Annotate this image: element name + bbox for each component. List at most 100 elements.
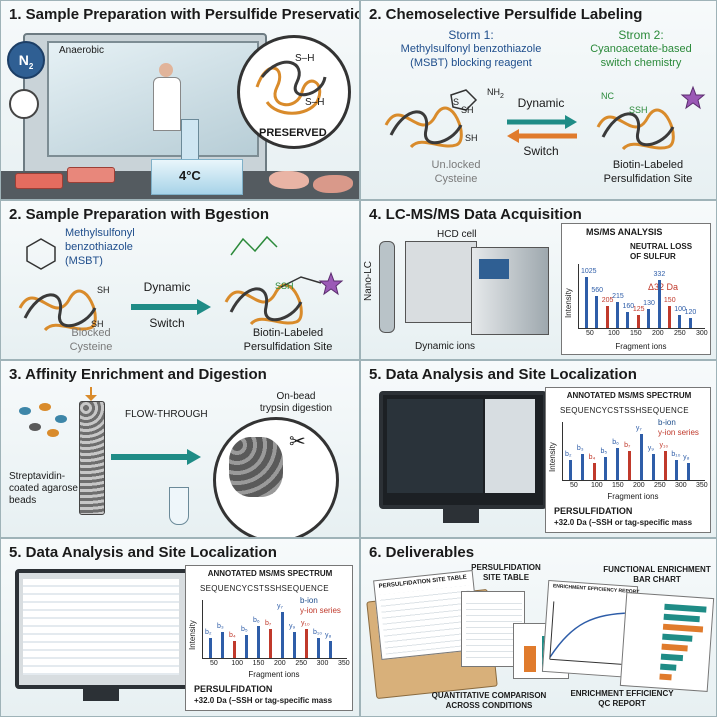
- petri-dish-icon: [15, 173, 63, 189]
- strep-line2: coated agarose: [9, 483, 78, 494]
- spectrum-peak: [636, 315, 640, 328]
- quant-label-2: ACROSS CONDITIONS: [445, 701, 533, 710]
- panel-title: 3. Affinity Enrichment and Digestion: [9, 366, 267, 383]
- spectrum-peak: [595, 296, 599, 328]
- axis-tick-label: 300: [675, 482, 687, 489]
- monitor-stand: [83, 685, 119, 701]
- switch-label: Switch: [523, 144, 559, 158]
- functional-label-1: FUNCTIONAL ENRICHMENT: [603, 565, 711, 574]
- ssh-label: SSH: [629, 105, 648, 115]
- panel-title: 6. Deliverables: [369, 544, 475, 561]
- msms-analysis-card: MS/MS ANALYSIS NEUTRAL LOSS OF SULFUR Δ3…: [561, 223, 711, 355]
- forward-arrow-icon: [507, 115, 577, 129]
- peak-label: b₃: [217, 622, 224, 630]
- spectrum-peak: [647, 308, 651, 328]
- reverse-arrow-icon: [507, 129, 577, 143]
- persulfide-zoom-circle: [237, 35, 351, 149]
- peak-label: b₆: [612, 439, 619, 447]
- sh-label-b: SH: [91, 319, 104, 329]
- nitrogen-badge: N2: [7, 41, 45, 79]
- fragment-axis-label: Fragment ions: [607, 492, 659, 501]
- axis-tick-label: 150: [252, 660, 265, 667]
- instrument-screen: [479, 259, 509, 279]
- axis-tick-label: 350: [338, 660, 350, 667]
- biotin-line1: Biotin-Labeled: [612, 159, 684, 171]
- axis-tick-label: 200: [274, 660, 286, 667]
- peak-label: 160: [622, 302, 635, 310]
- collection-tube-icon: [169, 487, 189, 525]
- spectrum-peak: [616, 448, 620, 480]
- spectrum-peak: [209, 637, 212, 658]
- axis-tick-label: 300: [316, 660, 329, 667]
- protein-mixture-icon: [15, 401, 75, 441]
- peak-label: y₇: [277, 602, 283, 610]
- sequence-label: SEQUENCYCSTSSHSEQUENCE: [200, 584, 329, 593]
- scissors-icon: ✂: [289, 431, 306, 453]
- biotin-line1: Biotin-Labeled: [252, 327, 324, 339]
- blocked-protein-icon: [18, 289, 97, 332]
- peak-label: 1025: [581, 267, 597, 275]
- spectrum-title: ANNOTATED MS/MS SPECTRUM: [566, 391, 692, 400]
- axis-tick-label: 50: [210, 660, 218, 667]
- nh2-label: NH2: [487, 87, 504, 100]
- peak-label: b₄: [229, 631, 236, 639]
- nano-lc-column: [379, 241, 395, 333]
- ssh-label: SSH: [275, 281, 294, 291]
- axis-tick-label: 50: [570, 482, 578, 489]
- spectrum-peak: [592, 462, 596, 480]
- temperature-label: 4°C: [179, 168, 201, 183]
- sh-label-b: SH: [465, 133, 478, 143]
- panel-title: 2. Sample Preparation with Bgestion: [9, 206, 270, 223]
- spectrum-peak: [569, 459, 572, 480]
- msbt-line3: (MSBT): [65, 255, 103, 267]
- peak-label: y₈: [325, 631, 332, 639]
- biotin-line2: Persulfidation Site: [603, 173, 693, 185]
- spectrum-peak: [221, 631, 224, 658]
- storm1-title: Storm 1:: [448, 28, 494, 42]
- spectrum-peak: [616, 302, 620, 328]
- axis-tick-label: 200: [633, 482, 645, 489]
- functional-label-2: BAR CHART: [633, 575, 681, 584]
- onbead-line2: trypsin digestion: [259, 403, 333, 414]
- sh-label-2: S–H: [305, 97, 325, 108]
- axis-tick-label: 200: [652, 330, 664, 337]
- peak-label: 560: [591, 286, 604, 294]
- functional-enrichment-chart: [619, 592, 715, 692]
- spectrum-peak: [663, 451, 667, 480]
- panel-title: 2. Chemoselective Persulfide Labeling: [369, 6, 643, 23]
- msbt-line2: benzothiazole: [65, 241, 133, 253]
- spectrum-title: ANNOTATED MS/MS SPECTRUM: [207, 569, 333, 578]
- fragment-axis-label: Fragment ions: [248, 670, 300, 679]
- mass-spectrometer-icon: [405, 241, 477, 323]
- spectrum-peak: [687, 462, 691, 480]
- spectrum-peak: [269, 629, 272, 658]
- peak-label: 205: [601, 296, 614, 304]
- panel-sample-preparation: 1. Sample Preparation with Persulfide Pr…: [0, 0, 360, 200]
- panel-data-analysis-bottom: 5. Data Analysis and Site Localization A…: [0, 538, 360, 717]
- pressure-gauge-icon: [9, 89, 39, 119]
- strep-line1: Streptavidin-: [9, 471, 66, 482]
- site-table-label-2: SITE TABLE: [482, 573, 530, 582]
- flow-arrow-icon: [111, 449, 201, 465]
- peak-label: y₉: [289, 622, 296, 630]
- switch-label: Switch: [149, 316, 185, 330]
- peak-label: b₅: [241, 625, 248, 633]
- panel-digestion: 2. Sample Preparation with Bgestion Meth…: [0, 200, 360, 360]
- peak-label: b₇: [624, 441, 631, 449]
- delta-label: Δ32 Da: [648, 282, 679, 292]
- preserved-label: PRESERVED: [259, 127, 327, 139]
- peak-label: y₈: [683, 453, 690, 461]
- msbt-line1: Methylsulfonyl: [65, 227, 135, 239]
- biotin-protein-icon: [224, 271, 344, 326]
- spectrum-peak: [281, 611, 284, 658]
- unlocked-line2: Cysteine: [434, 173, 478, 185]
- axis-tick-label: 100: [591, 482, 603, 489]
- down-arrow-icon: [85, 387, 97, 401]
- y-ion-legend: y-ion series: [658, 428, 699, 437]
- storm2-line2: switch chemistry: [600, 57, 682, 69]
- peak-label: 332: [653, 270, 666, 278]
- spectrum-peak: [257, 626, 260, 658]
- spectrum-peak: [329, 640, 332, 658]
- mass-shift-label: +32.0 Da (–SSH or tag-specific mass: [194, 696, 333, 705]
